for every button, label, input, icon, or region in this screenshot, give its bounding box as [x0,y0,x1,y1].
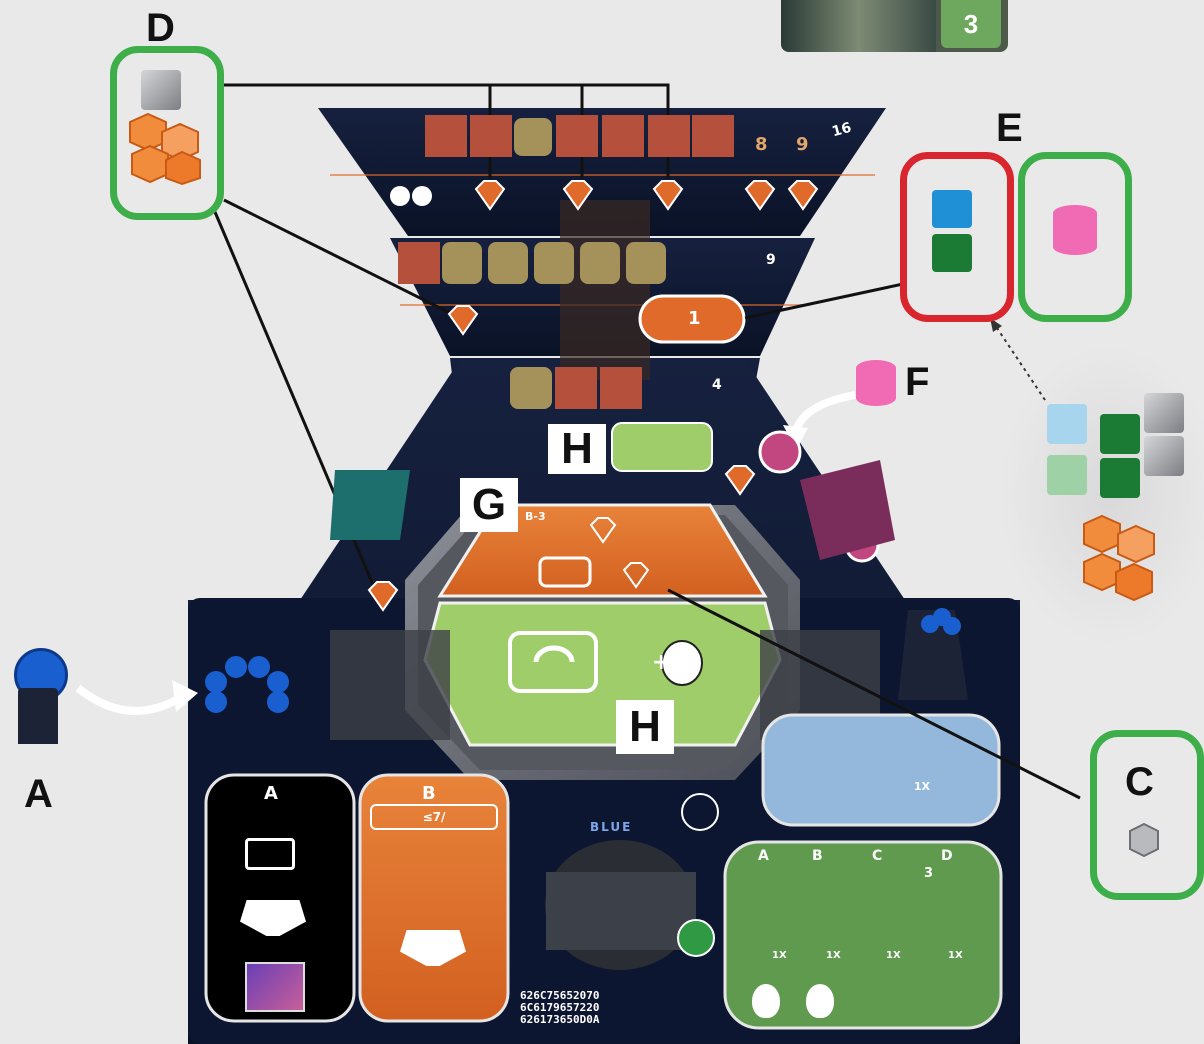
callout-c: C [1125,760,1155,804]
hex-line-1: 626C75652070 [520,989,600,1002]
callout-d: D [146,6,176,50]
blue-cube [932,190,972,228]
grey-crystal-c [1129,822,1159,858]
callout-e: E [996,106,1024,150]
supply-green-cube-2 [1100,458,1140,498]
label-g: G [460,478,518,532]
ship-card[interactable]: 3 [781,0,1008,52]
callout-e-green-frame [1018,152,1132,322]
right-panel-mult-d: 1X [948,950,963,961]
panel-b-rule-box: ≤7/ [370,804,498,830]
blue-label: BLUE [590,820,633,834]
side-panel-mult: 1X [914,780,931,793]
ship-card-value: 3 [963,8,979,39]
grey-cube [141,70,181,110]
panel-b-rule: ≤7/ [422,810,446,824]
pink-cylinder [1053,205,1097,255]
right-panel-mult-a: 1X [772,950,787,961]
callout-d-frame [110,46,224,220]
right-panel-mult-b: 1X [826,950,841,961]
callout-f: F [905,360,931,404]
ship-card-art [781,0,936,52]
supply-light-blue-cube [1047,404,1087,444]
right-panel-col-c: C [872,848,883,864]
center-plus: + [652,650,671,675]
alien-icon-a [752,984,780,1018]
pink-cylinder-f [856,360,896,406]
right-panel-col-a: A [758,848,769,864]
ship-card-badge: 3 [941,0,1001,48]
track-mid-number: 9 [766,252,776,268]
label-h-bottom: H [616,700,674,754]
panel-a-battery-icon [245,838,295,870]
exchange-token-value: 1 [688,308,701,329]
hex-line-2: 6C6179657220 [520,1001,600,1014]
panel-a-title: A [264,783,278,804]
panel-a-grid-icon [245,962,305,1012]
callout-a: A [24,772,54,816]
green-cube [932,234,972,272]
center-code: B-3 [525,510,546,523]
right-panel-col-b: B [812,848,823,864]
hex-code-block: 626C75652070 6C6179657220 626173650D0A [520,990,599,1026]
track-small-number: 4 [712,377,722,393]
right-panel-d-value: 3 [924,866,934,881]
ship-counter-1: 8 [755,134,768,155]
panel-b-title: B [422,783,436,804]
hex-line-3: 626173650D0A [520,1013,600,1026]
supply-grey-cube-2 [1144,436,1184,476]
blue-player-pawn [10,648,68,744]
right-panel-mult-c: 1X [886,950,901,961]
callout-e-red-frame [900,152,1014,322]
right-panel-col-d: D [941,848,953,864]
callout-c-frame [1090,730,1204,900]
supply-grey-cube-1 [1144,393,1184,433]
orange-crystals-d [129,112,201,186]
supply-light-green-cube [1047,455,1087,495]
supply-orange-crystals [1083,514,1155,602]
ship-counter-2: 9 [796,134,809,155]
supply-green-cube-1 [1100,414,1140,454]
alien-icon-b [806,984,834,1018]
label-h-top: H [548,424,606,474]
